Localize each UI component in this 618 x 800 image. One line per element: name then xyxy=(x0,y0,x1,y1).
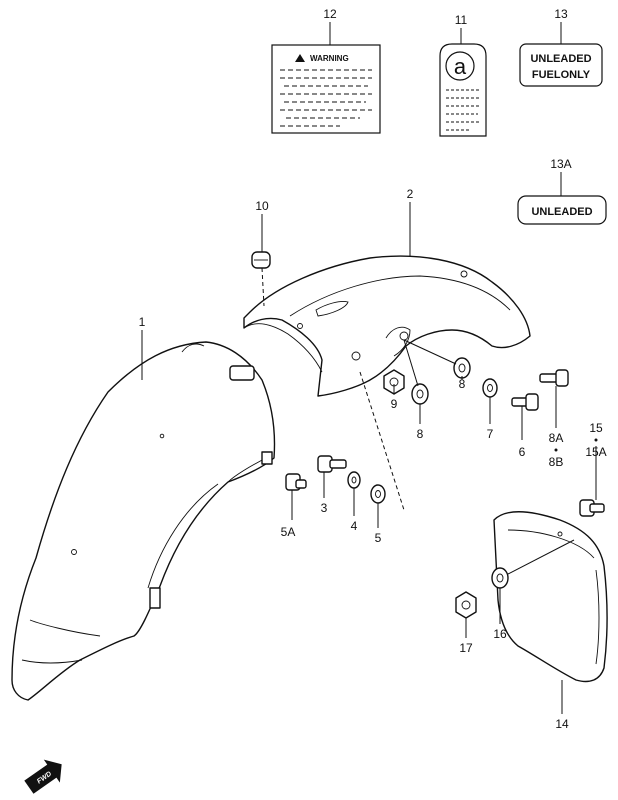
side-cover-hole xyxy=(557,531,563,537)
inner-fender-hole xyxy=(460,270,468,278)
bolt-8a[interactable] xyxy=(539,369,569,387)
callout-8-upper: 8 xyxy=(459,377,466,391)
washer-8-upper[interactable] xyxy=(453,357,471,379)
callout-9: 9 xyxy=(391,397,398,411)
callout-16: 16 xyxy=(493,627,507,641)
callout-12: 12 xyxy=(323,7,337,21)
bolt-3[interactable] xyxy=(317,455,347,473)
callout-8-lower: 8 xyxy=(417,427,424,441)
warning-triangle-icon xyxy=(295,54,305,62)
side-cover-part[interactable] xyxy=(493,511,608,683)
callout-numbers: 12 11 13 13A 10 2 1 9 8 8 7 6 8A 8B 3 5A… xyxy=(139,7,607,731)
bolt-5a[interactable] xyxy=(285,473,307,491)
fender-hole xyxy=(71,549,77,555)
bolt-6[interactable] xyxy=(511,393,539,411)
callout-1: 1 xyxy=(139,315,146,329)
washer-5[interactable] xyxy=(370,484,386,504)
callout-11: 11 xyxy=(455,13,468,27)
warning-title: WARNING xyxy=(310,54,349,63)
callout-separator-dot-2 xyxy=(594,438,598,442)
callout-15a: 15A xyxy=(585,445,606,459)
washer-4[interactable] xyxy=(347,471,361,489)
warning-text-lines xyxy=(280,69,372,127)
unleaded-text: UNLEADED xyxy=(531,206,592,218)
callout-7: 7 xyxy=(487,427,494,441)
leader-lines xyxy=(141,22,597,714)
decal-letter-badge xyxy=(445,51,475,81)
callout-5a: 5A xyxy=(281,525,296,539)
decal-letter: a xyxy=(454,54,467,79)
fender-bracket-tab xyxy=(149,587,161,609)
callout-3: 3 xyxy=(321,501,328,515)
callout-8a: 8A xyxy=(549,431,564,445)
inner-fender-hole-2 xyxy=(297,323,303,329)
callout-5: 5 xyxy=(375,531,382,545)
washer-8-lower[interactable] xyxy=(411,383,429,405)
unleaded-fuel-line1: UNLEADED xyxy=(530,53,591,65)
callout-separator-dot xyxy=(554,448,558,452)
unleaded-fuel-only-label[interactable]: UNLEADED FUELONLY xyxy=(519,43,603,87)
grommet-10[interactable] xyxy=(251,251,271,269)
unleaded-fuel-line2: FUELONLY xyxy=(532,69,591,81)
fender-reflector-mount xyxy=(229,365,255,381)
rear-fender-part[interactable] xyxy=(11,341,276,701)
unleaded-label[interactable]: UNLEADED xyxy=(517,195,607,225)
callout-2: 2 xyxy=(407,187,414,201)
washer-16[interactable] xyxy=(491,567,509,589)
callout-6: 6 xyxy=(519,445,526,459)
fender-hole-small xyxy=(159,433,165,439)
callout-13a: 13A xyxy=(550,157,571,171)
info-text-lines xyxy=(446,89,480,131)
callout-15: 15 xyxy=(589,421,603,435)
callout-13: 13 xyxy=(554,7,568,21)
callout-17: 17 xyxy=(459,641,473,655)
fender-side-tab xyxy=(261,451,273,465)
nut-17[interactable] xyxy=(455,591,477,619)
bolt-15[interactable] xyxy=(579,499,605,517)
warning-label-decal[interactable]: WARNING xyxy=(271,44,381,134)
washer-7[interactable] xyxy=(482,378,498,398)
inner-fender-part[interactable] xyxy=(243,255,531,397)
fwd-arrow-icon: FWD xyxy=(24,759,62,794)
callout-14: 14 xyxy=(555,717,569,731)
inner-fender-bolt-hole xyxy=(351,351,361,361)
callout-4: 4 xyxy=(351,519,358,533)
callout-8b: 8B xyxy=(549,455,564,469)
info-label-decal[interactable]: a xyxy=(439,43,487,137)
nut-9[interactable] xyxy=(383,369,405,395)
callout-10: 10 xyxy=(255,199,269,213)
